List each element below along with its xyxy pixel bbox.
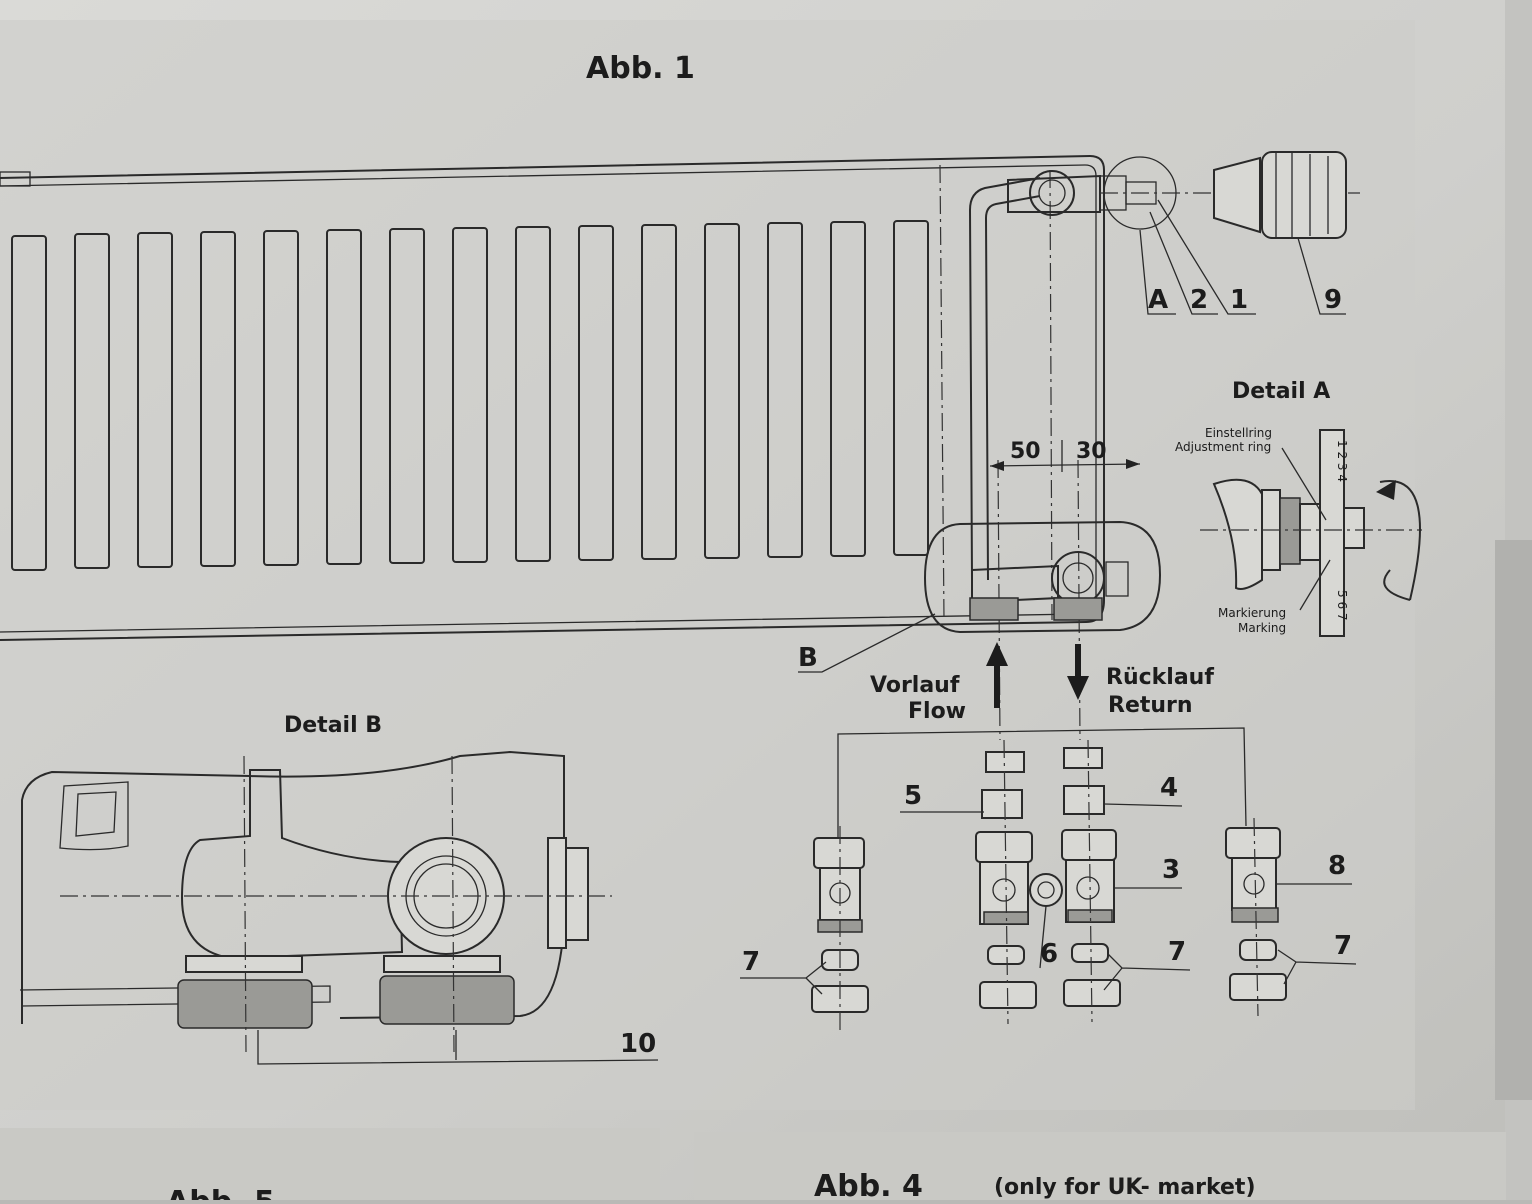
valve-assembly: 5 4 3 6 8 xyxy=(740,727,1357,1030)
radiator-fins xyxy=(11,220,929,571)
callout-7-left: 7 xyxy=(742,947,760,977)
flow-label-en: Flow xyxy=(908,699,966,724)
scale-top-numbers: 1 2 3 4 xyxy=(1335,440,1349,482)
marking-en: Marking xyxy=(1238,621,1286,635)
callout-3: 3 xyxy=(1162,855,1180,885)
bottom-connection: B xyxy=(798,520,1162,673)
figure-title: Abb. 1 xyxy=(586,51,695,86)
dimension-50: 50 xyxy=(1010,439,1041,464)
figure-5-title: Abb. 5 xyxy=(166,1185,275,1200)
footer-panel-right xyxy=(694,1132,1506,1200)
rotation-arrow-icon xyxy=(1379,480,1421,601)
callout-10: 10 xyxy=(620,1029,656,1059)
callout-2: 2 xyxy=(1190,285,1208,315)
detail-a-title: Detail A xyxy=(1232,379,1330,404)
callout-8: 8 xyxy=(1328,851,1346,881)
adjustment-ring-en: Adjustment ring xyxy=(1175,440,1271,454)
callout-7-middle: 7 xyxy=(1168,937,1186,967)
flow-return-arrows: Vorlauf Flow Rücklauf Return xyxy=(870,642,1214,724)
dimension-lines: 50 30 xyxy=(989,439,1141,472)
marking-de: Markierung xyxy=(1218,606,1286,620)
callout-b: B xyxy=(798,643,818,673)
flow-label-de: Vorlauf xyxy=(870,673,960,698)
callout-a: A xyxy=(1148,285,1168,315)
callout-7-right: 7 xyxy=(1334,931,1352,961)
return-label-de: Rücklauf xyxy=(1106,665,1214,690)
detail-a: Detail A Einstellring Adjustment ring Ma… xyxy=(1175,379,1422,637)
callout-9: 9 xyxy=(1324,285,1342,315)
callout-4: 4 xyxy=(1160,773,1178,803)
footer-panel-left xyxy=(0,1128,660,1200)
detail-b-title: Detail B xyxy=(284,713,382,738)
detail-a-marker xyxy=(1103,156,1177,230)
scale-bottom-numbers: 5 6 7 xyxy=(1335,590,1349,621)
adjustment-scale xyxy=(1319,429,1345,637)
figure-4-note: (only for UK- market) xyxy=(994,1175,1256,1200)
dimension-30: 30 xyxy=(1076,439,1107,464)
callout-5: 5 xyxy=(904,781,922,811)
detail-b: Detail B 10 xyxy=(19,713,659,1065)
thermostat-head xyxy=(1213,151,1347,239)
return-label-en: Return xyxy=(1108,693,1193,718)
callouts-top: A 2 1 9 xyxy=(1139,199,1346,315)
adjustment-ring-de: Einstellring xyxy=(1205,426,1272,440)
figure-4-title: Abb. 4 xyxy=(814,1169,923,1200)
callout-6: 6 xyxy=(1040,939,1058,969)
callout-1: 1 xyxy=(1230,285,1248,315)
